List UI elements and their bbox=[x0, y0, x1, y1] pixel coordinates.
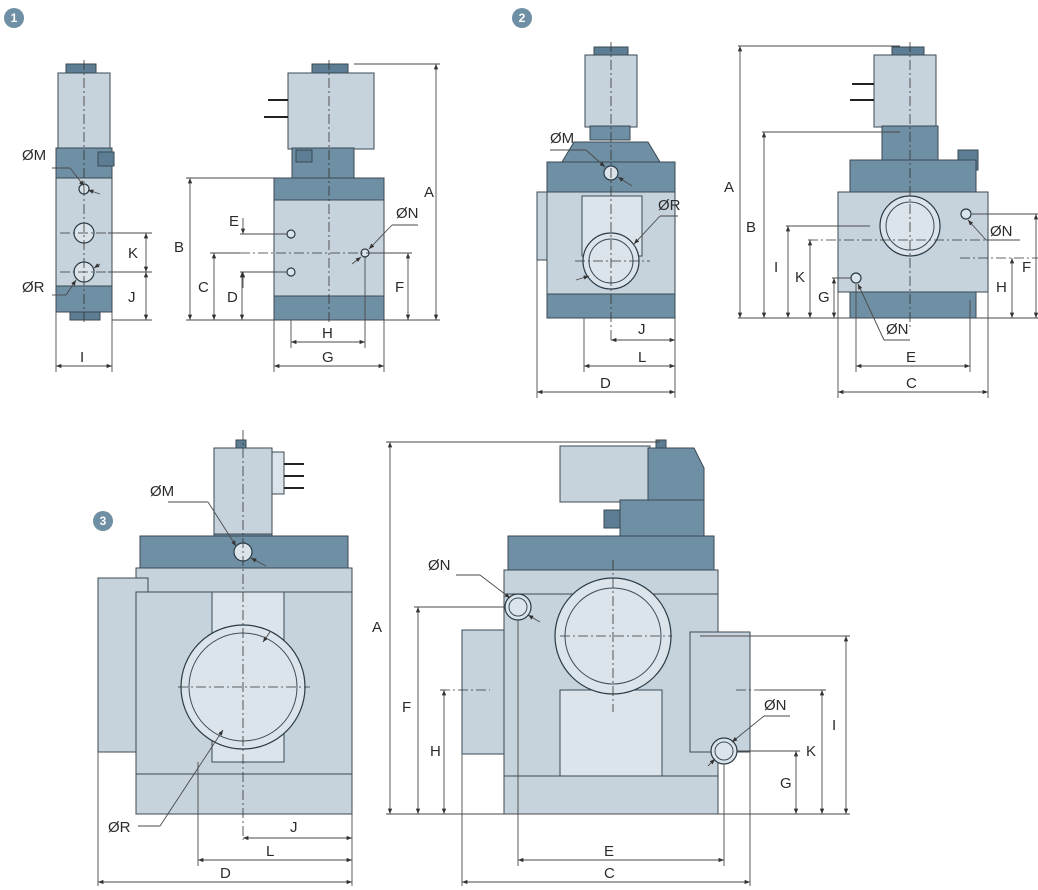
fig3-label-N2: ØN bbox=[764, 697, 787, 714]
fig3-label-R: ØR bbox=[108, 819, 131, 836]
svg-text:3: 3 bbox=[100, 514, 107, 528]
fig1-label-K: K bbox=[128, 245, 138, 262]
figure2-right-view bbox=[737, 42, 1038, 398]
fig3-label-M: ØM bbox=[150, 483, 174, 500]
fig3-label-J: J bbox=[290, 819, 298, 836]
badge-1: 1 bbox=[4, 8, 24, 28]
fig1-label-N: ØN bbox=[396, 205, 419, 222]
fig1-label-F: F bbox=[395, 279, 404, 296]
fig1-label-C: C bbox=[198, 279, 209, 296]
fig2-label-M: ØM bbox=[550, 130, 574, 147]
fig2-label-L: L bbox=[638, 349, 646, 366]
fig2-label-G: G bbox=[818, 289, 830, 306]
figure1-front-view bbox=[186, 60, 440, 372]
fig2-label-N2: ØN bbox=[886, 321, 909, 338]
fig1-label-J: J bbox=[128, 289, 136, 306]
fig1-label-E: E bbox=[229, 213, 239, 230]
fig2-label-F: F bbox=[1022, 259, 1031, 276]
fig3-label-N1: ØN bbox=[428, 557, 451, 574]
fig1-label-B: B bbox=[174, 239, 184, 256]
fig2-label-J: J bbox=[638, 321, 646, 338]
fig2-label-B: B bbox=[746, 219, 756, 236]
fig3-label-L: L bbox=[266, 843, 274, 860]
fig3-label-H: H bbox=[430, 743, 441, 760]
fig1-label-H: H bbox=[322, 325, 333, 342]
fig2-label-I: I bbox=[774, 259, 778, 276]
fig3-label-A: A bbox=[372, 619, 382, 636]
figure3-right-view bbox=[386, 439, 850, 886]
fig2-label-C: C bbox=[906, 375, 917, 392]
fig2-label-A: A bbox=[724, 179, 734, 196]
fig1-label-R: ØR bbox=[22, 279, 45, 296]
fig1-label-M: ØM bbox=[22, 147, 46, 164]
badge-3: 3 bbox=[93, 511, 113, 531]
svg-text:2: 2 bbox=[519, 11, 526, 25]
fig1-label-G: G bbox=[322, 349, 334, 366]
fig1-label-D: D bbox=[227, 289, 238, 306]
fig3-label-F: F bbox=[402, 699, 411, 716]
fig2-label-E: E bbox=[906, 349, 916, 366]
fig2-label-R: ØR bbox=[658, 197, 681, 214]
fig3-label-C: C bbox=[604, 865, 615, 882]
fig3-label-G: G bbox=[780, 775, 792, 792]
fig3-label-K: K bbox=[806, 743, 816, 760]
figure2-left-view bbox=[536, 42, 678, 398]
fig3-label-I: I bbox=[832, 717, 836, 734]
fig3-label-D: D bbox=[220, 865, 231, 882]
fig1-label-A: A bbox=[424, 184, 434, 201]
svg-text:1: 1 bbox=[11, 11, 18, 25]
fig1-label-I: I bbox=[80, 349, 84, 366]
fig2-label-D: D bbox=[600, 375, 611, 392]
fig2-label-N1: ØN bbox=[990, 223, 1013, 240]
fig3-label-E: E bbox=[604, 843, 614, 860]
figure1-side-view bbox=[52, 60, 152, 372]
badge-2: 2 bbox=[512, 8, 532, 28]
fig2-label-K: K bbox=[795, 269, 805, 286]
figure3-left-view bbox=[97, 430, 353, 886]
fig2-label-H: H bbox=[996, 279, 1007, 296]
